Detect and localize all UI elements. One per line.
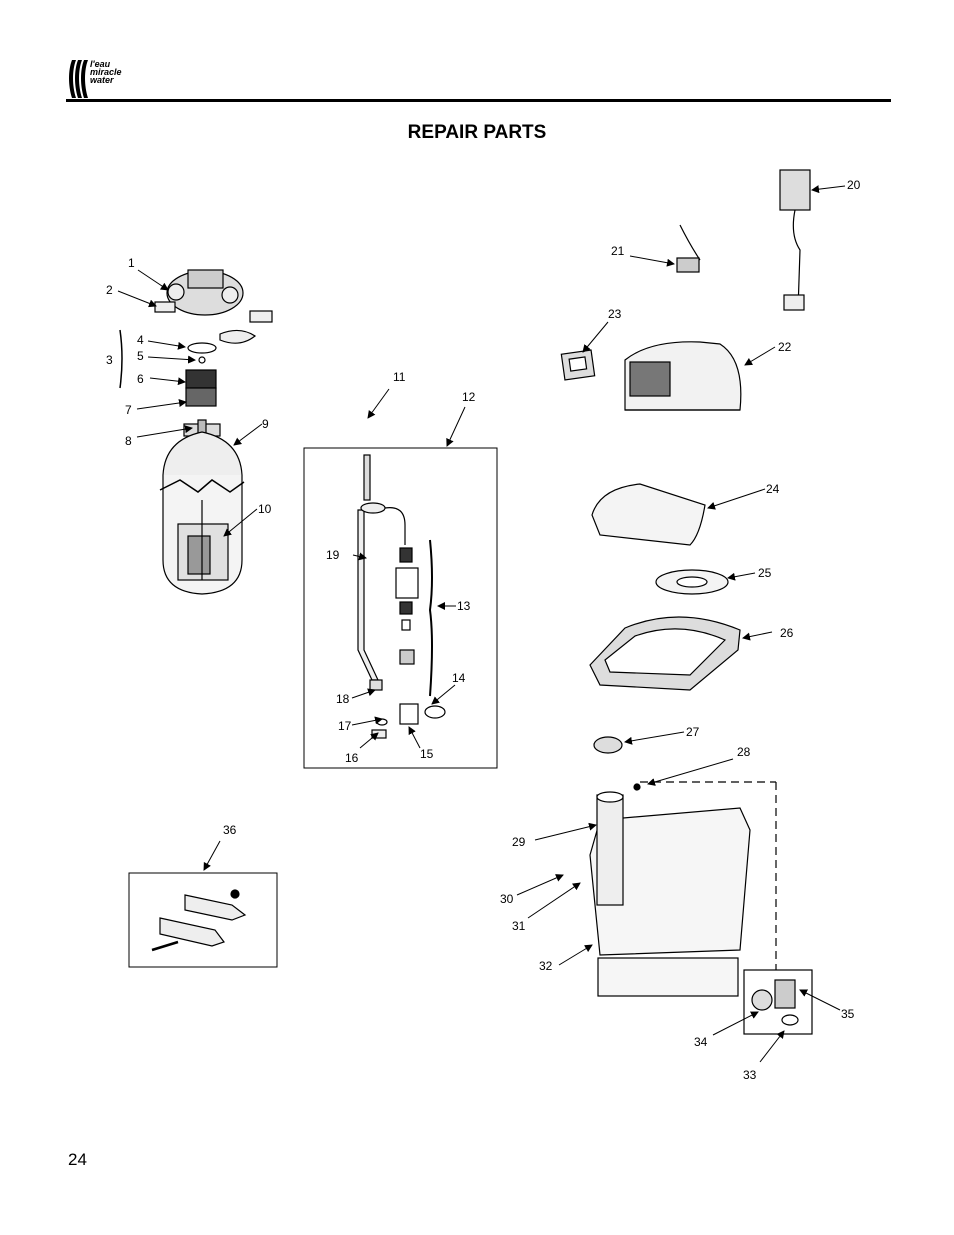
part-label-15: 15 xyxy=(420,747,434,761)
brine-valve-kit-box xyxy=(303,447,498,769)
part-label-20: 20 xyxy=(847,178,861,192)
page-number: 24 xyxy=(68,1150,87,1169)
part-label-28: 28 xyxy=(737,745,751,759)
part-label-34: 34 xyxy=(694,1035,708,1049)
brand-logo xyxy=(66,56,156,102)
salt-lid-drawing xyxy=(591,483,706,546)
brine-valve-drawing xyxy=(119,329,446,739)
gasket-ring-drawing xyxy=(655,569,729,595)
part-label-11: 11 xyxy=(393,370,406,384)
bracket-kit-drawing xyxy=(151,889,247,952)
valve-assembly-drawing xyxy=(154,269,273,447)
mineral-tank-drawing xyxy=(159,431,245,595)
part-label-23: 23 xyxy=(608,307,622,321)
part-label-7: 7 xyxy=(125,403,132,417)
part-label-25: 25 xyxy=(758,566,772,580)
part-label-21: 21 xyxy=(611,244,625,258)
part-label-36: 36 xyxy=(223,823,237,837)
transformer-drawing xyxy=(779,169,811,311)
part-label-10: 10 xyxy=(258,502,272,516)
part-label-17: 17 xyxy=(338,719,352,733)
part-label-13: 13 xyxy=(457,599,471,613)
part-label-14: 14 xyxy=(452,671,466,685)
logo-wordmark: l'eau miracle water xyxy=(90,59,122,85)
part-label-22: 22 xyxy=(778,340,792,354)
part-label-32: 32 xyxy=(539,959,553,973)
part-label-35: 35 xyxy=(841,1007,855,1021)
cover-drawing xyxy=(624,341,742,411)
part-label-31: 31 xyxy=(512,919,526,933)
logo-line-2: miracle xyxy=(90,67,122,77)
part-label-16: 16 xyxy=(345,751,359,765)
part-label-5: 5 xyxy=(137,349,144,363)
part-label-24: 24 xyxy=(766,482,780,496)
part-label-26: 26 xyxy=(780,626,794,640)
logo-line-1: l'eau xyxy=(90,59,111,69)
salt-tank-drawing xyxy=(589,781,813,1035)
leader-lines xyxy=(117,185,846,1063)
part-label-1: 1 xyxy=(128,256,135,270)
part-label-29: 29 xyxy=(512,835,526,849)
part-label-3: 3 xyxy=(106,353,113,367)
water-drop-logo-icon xyxy=(69,60,88,98)
part-label-12: 12 xyxy=(462,390,476,404)
logo-line-3: water xyxy=(90,75,114,85)
part-label-30: 30 xyxy=(500,892,514,906)
part-label-27: 27 xyxy=(686,725,700,739)
header-rule xyxy=(66,99,891,102)
part-label-2: 2 xyxy=(106,283,113,297)
float-cap-drawing xyxy=(593,736,623,754)
part-label-19: 19 xyxy=(326,548,340,562)
part-label-33: 33 xyxy=(743,1068,757,1082)
part-label-4: 4 xyxy=(137,333,144,347)
part-label-9: 9 xyxy=(262,417,269,431)
top-frame-drawing xyxy=(589,616,741,691)
page-title: REPAIR PARTS xyxy=(407,122,547,143)
part-label-8: 8 xyxy=(125,434,132,448)
part-label-6: 6 xyxy=(137,372,144,386)
bracket-kit-box xyxy=(128,872,278,968)
wire-harness-drawing xyxy=(676,224,701,273)
circuit-board-drawing xyxy=(560,349,596,381)
part-label-18: 18 xyxy=(336,692,350,706)
